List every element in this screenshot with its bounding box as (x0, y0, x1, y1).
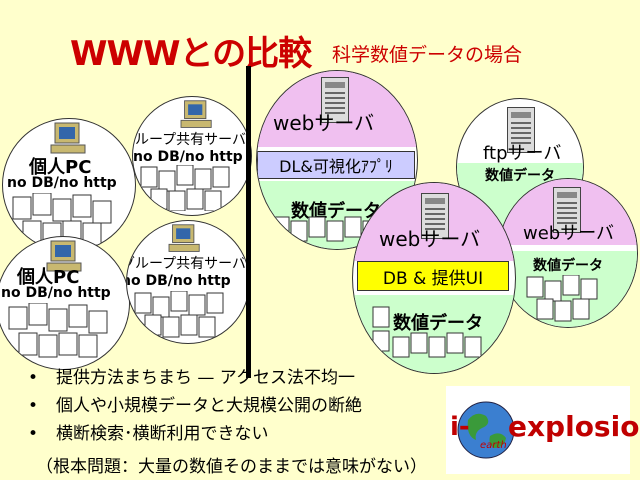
data-files-icon (12, 193, 112, 246)
circle-label: 個人PC (17, 267, 80, 288)
data-label: 数値データ (393, 313, 483, 334)
server-label: webサーバ (273, 111, 375, 135)
group-server-circle-2: グループ共有サーバ no DB/no http (126, 220, 250, 344)
app-box: DL&可視化ｱﾌﾟﾘ (257, 151, 415, 179)
page-title: WWWとの比較 (70, 34, 312, 74)
data-files-icon (8, 303, 108, 358)
app-label: DL&可視化ｱﾌﾟﾘ (279, 157, 393, 176)
logo-text: explosion (508, 410, 640, 443)
bullet-item: •提供方法まちまち — アクセス法不均一 (28, 368, 355, 388)
bullet-item: •横断検索･横断利用できない (28, 424, 269, 444)
circle-label: 個人PC (29, 157, 92, 178)
server-icon (421, 193, 449, 239)
personal-pc-circle-1: 個人PC no DB/no http (2, 118, 136, 252)
circle-sublabel: no DB/no http (133, 149, 243, 165)
data-label: 数値データ (533, 258, 603, 274)
circle-sublabel: no DB/no http (7, 175, 117, 191)
web-server-circle-1: webサーバ DL&可視化ｱﾌﾟﾘ 数値データ (256, 70, 418, 250)
app-box: DB & 提供UI (357, 261, 509, 291)
group-server-circle-1: グループ共有サーバ no DB/no http (132, 96, 252, 216)
bullet-item: •個人や小規模データと大規模公開の断絶 (28, 396, 362, 416)
pc-icon (50, 122, 86, 154)
pc-icon (180, 100, 212, 128)
web-server-circle-2: webサーバ 数値データ (498, 178, 638, 328)
server-icon (553, 187, 581, 233)
circle-label: グループ共有サーバ (132, 132, 247, 148)
circle-label: グループ共有サーバ (126, 256, 247, 272)
server-icon (321, 77, 349, 123)
divider-line (246, 66, 251, 378)
note-text: （根本問題：大量の数値そのままでは意味がない） (36, 457, 427, 477)
data-files-icon (134, 291, 224, 338)
server-icon (507, 107, 535, 153)
data-files-icon (526, 275, 598, 322)
bullet-list: •提供方法まちまち — アクセス法不均一 •個人や小規模データと大規模公開の断絶… (28, 364, 362, 448)
logo-prefix: i- (450, 412, 470, 442)
iexplosion-logo: i- explosion earth (446, 386, 640, 474)
server-label: webサーバ (523, 223, 615, 244)
circle-sublabel: no DB/no http (1, 285, 111, 301)
data-files-icon (372, 306, 482, 358)
logo-small: earth (480, 440, 507, 451)
pc-icon (46, 240, 82, 272)
earth-logo-icon (457, 401, 515, 459)
page-subtitle: 科学数値データの場合 (332, 44, 523, 66)
main-web-server-circle: webサーバ DB & 提供UI 数値データ (352, 182, 516, 374)
personal-pc-circle-2: 個人PC no DB/no http (0, 236, 130, 370)
data-files-icon (140, 165, 230, 211)
pc-icon (168, 224, 200, 252)
app-label: DB & 提供UI (382, 268, 484, 289)
server-label: webサーバ (379, 227, 481, 251)
circle-sublabel: no DB/no http (126, 273, 231, 289)
server-label: ftpサーバ (483, 143, 562, 164)
